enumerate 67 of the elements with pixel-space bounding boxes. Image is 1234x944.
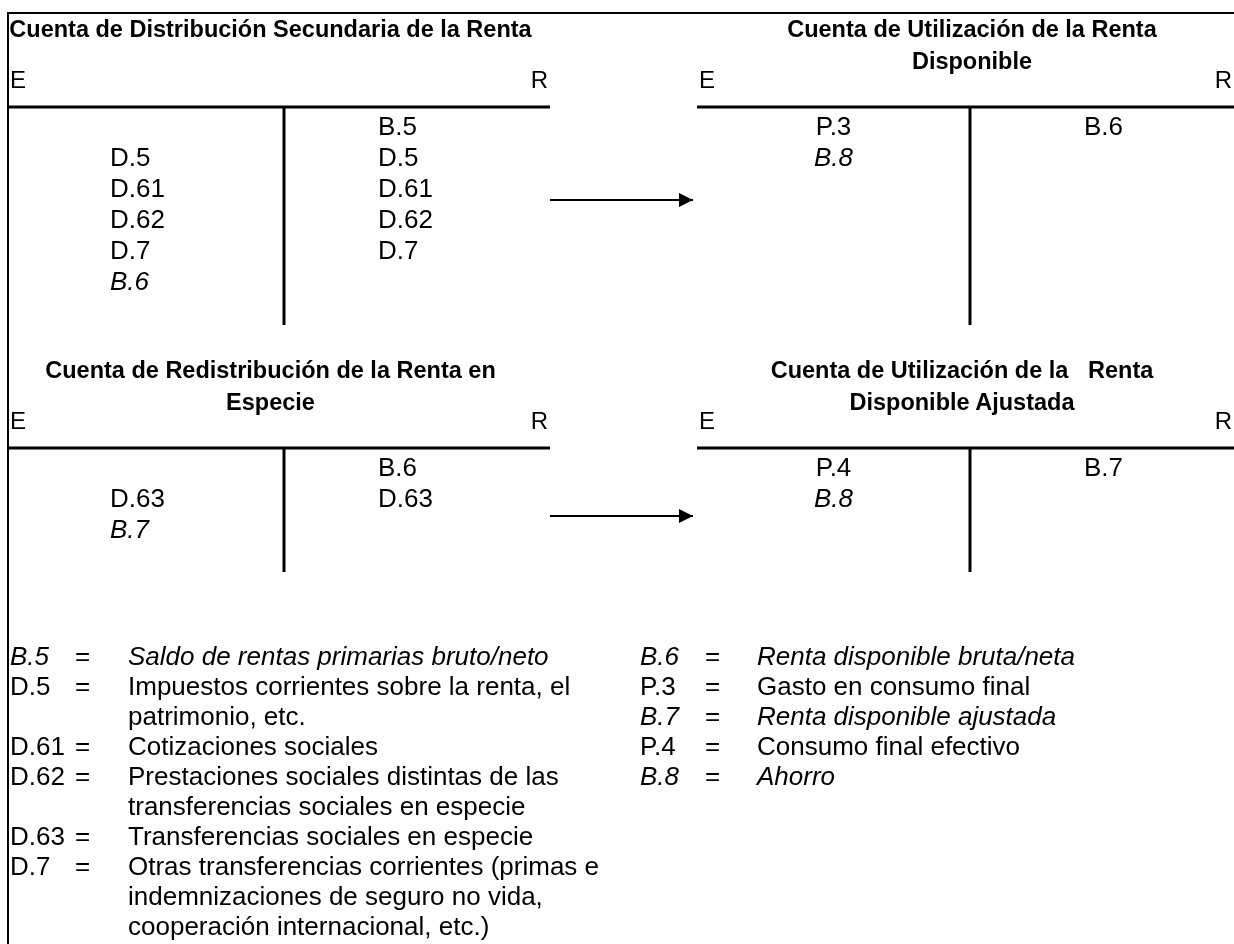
account-code: B.6 (1084, 111, 1123, 142)
definition-text: Cotizaciones sociales (128, 731, 379, 761)
account-code: D.5 (378, 142, 419, 173)
definition-text: Ahorro (757, 761, 837, 791)
arrow (549, 193, 694, 207)
definition-text: Prestaciones sociales distintas de las transferencias sociales en especie (128, 761, 560, 821)
side-label: E (10, 408, 26, 434)
equals-sign: = (75, 851, 91, 881)
side-label: R (1214, 67, 1232, 93)
account-title: Cuenta de Utilización de la Renta Disponible (786, 15, 1158, 76)
code-label: B.5 (10, 641, 50, 671)
equals-sign: = (705, 731, 721, 761)
arrow (549, 509, 694, 523)
code-label: D.63 (10, 821, 65, 851)
side-label: R (530, 408, 548, 434)
account-code: D.63 (378, 483, 433, 514)
equals-sign: = (75, 731, 91, 761)
code-label: D.62 (10, 761, 65, 791)
code-label: P.3 (640, 671, 676, 701)
side-label: R (530, 67, 548, 93)
account-code: B.8 (814, 142, 853, 173)
equals-sign: = (705, 641, 721, 671)
equals-sign: = (705, 671, 721, 701)
account-code: D.61 (378, 173, 433, 204)
side-label: R (1214, 408, 1232, 434)
equals-sign: = (705, 761, 721, 791)
code-label: D.7 (10, 851, 51, 881)
account-code: B.6 (378, 452, 418, 483)
code-label: B.8 (640, 761, 680, 791)
account-code: P.3 (815, 111, 852, 142)
account-code: B.7 (110, 514, 150, 545)
equals-sign: = (75, 821, 91, 851)
equals-sign: = (75, 761, 91, 791)
definition-text: Saldo de rentas primarias bruto/neto (128, 641, 550, 671)
side-label: E (699, 408, 715, 434)
account-code: B.8 (814, 483, 853, 514)
account-code: D.63 (110, 483, 165, 514)
account-code: B.7 (1084, 452, 1123, 483)
equals-sign: = (705, 701, 721, 731)
definition-text: Otras transferencias corrientes (primas e indemnizaciones de seguro no vida, cooperación internacional, etc.) (128, 851, 601, 941)
code-label: D.61 (10, 731, 65, 761)
definition-text: Transferencias sociales en especie (128, 821, 535, 851)
account-code: D.7 (378, 235, 419, 266)
definition-text: Renta disponible bruta/neta (757, 641, 1076, 671)
definition-text: Renta disponible ajustada (757, 701, 1058, 731)
account-code: D.7 (110, 235, 151, 266)
code-label: B.7 (640, 701, 680, 731)
account-code: P.4 (815, 452, 852, 483)
account-code: D.62 (110, 204, 165, 235)
equals-sign: = (75, 641, 91, 671)
side-label: E (10, 67, 26, 93)
account-code: D.61 (110, 173, 165, 204)
definition-text: Gasto en consumo final (757, 671, 1032, 701)
account-code: D.62 (378, 204, 433, 235)
account-code: B.6 (110, 266, 150, 297)
account-title: Cuenta de Distribución Secundaria de la Renta (8, 15, 533, 44)
equals-sign: = (75, 671, 91, 701)
side-label: E (699, 67, 715, 93)
code-label: P.4 (640, 731, 676, 761)
definition-text: Consumo final efectivo (757, 731, 1022, 761)
code-label: B.6 (640, 641, 680, 671)
account-code: D.5 (110, 142, 151, 173)
account-code: B.5 (378, 111, 418, 142)
definition-text: Impuestos corrientes sobre la renta, el patrimonio, etc. (128, 671, 572, 731)
account-title: Cuenta de Utilización de la Renta Disponible Ajustada (769, 356, 1155, 417)
account-title: Cuenta de Redistribución de la Renta en Especie (44, 356, 497, 417)
code-label: D.5 (10, 671, 51, 701)
